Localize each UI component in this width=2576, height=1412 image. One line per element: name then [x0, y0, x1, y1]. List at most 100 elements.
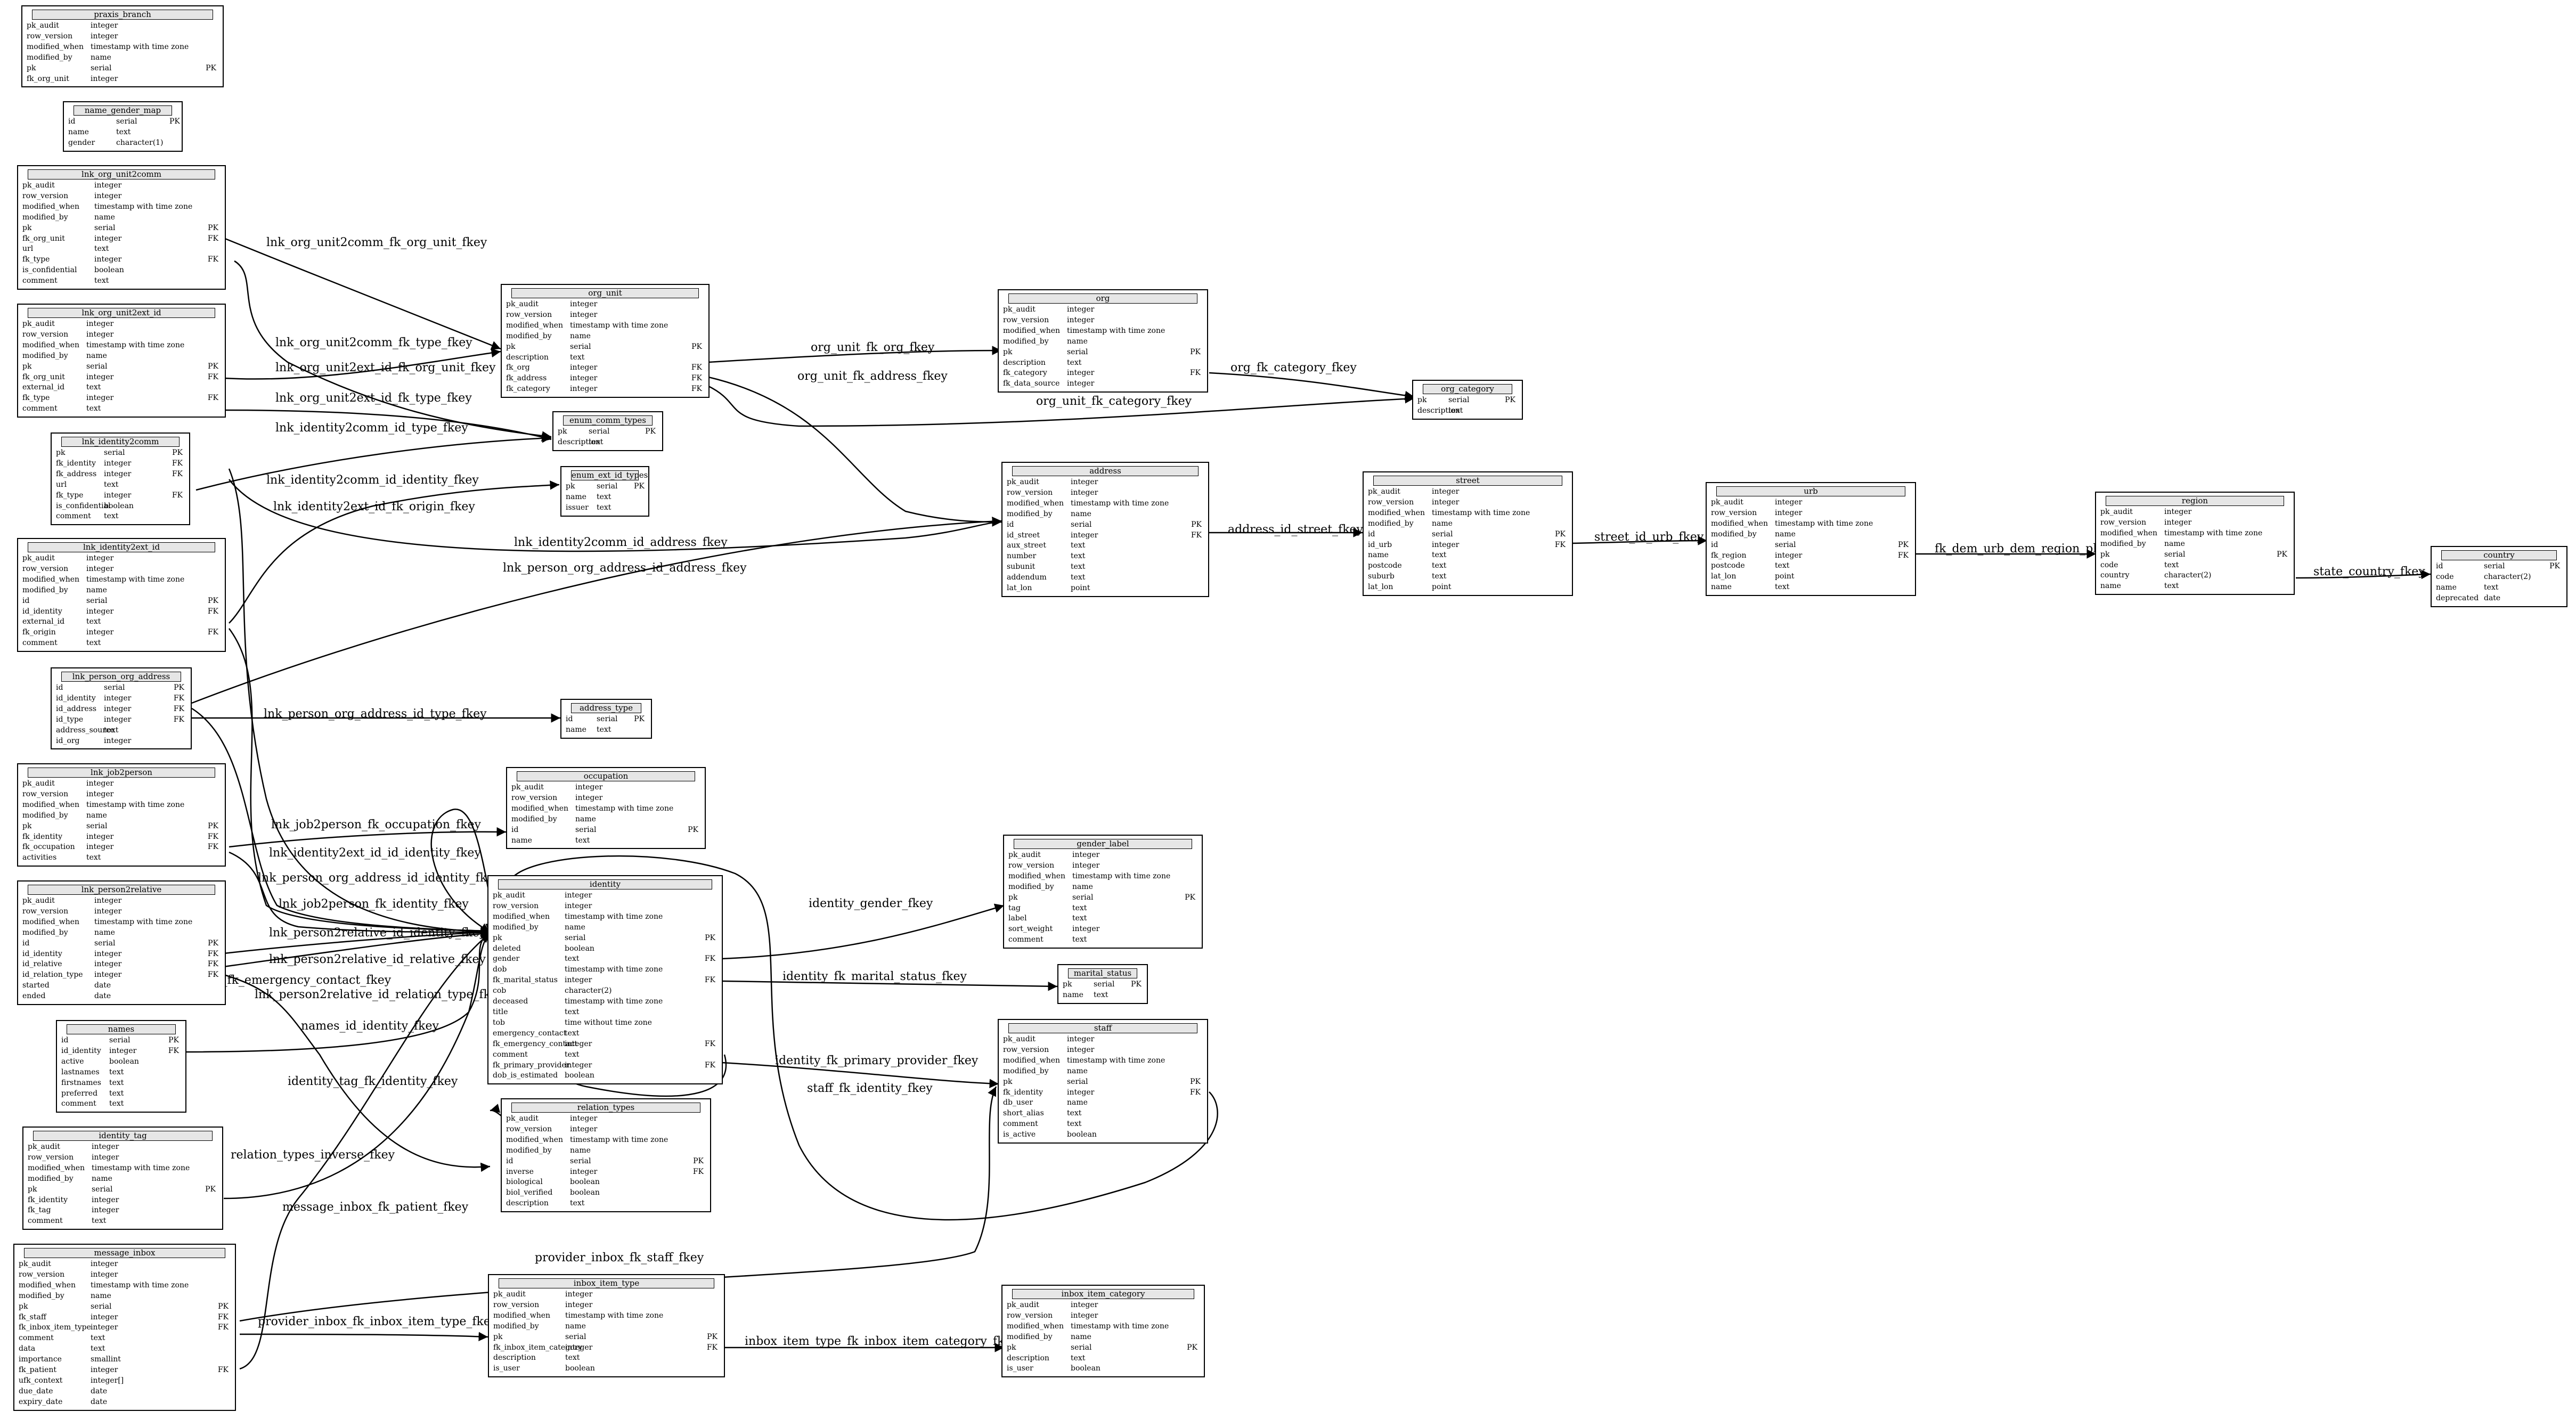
column-key [1868, 519, 1911, 529]
edge-r30 [721, 980, 1058, 991]
column-key [663, 1198, 706, 1209]
column-key: PK [1131, 980, 1142, 989]
column-type: point [1071, 584, 1090, 593]
column-type: text [86, 404, 101, 413]
column-name: title [493, 1007, 508, 1016]
column-key [162, 1057, 181, 1067]
column-key [157, 725, 186, 736]
column-name: pk_audit [22, 181, 55, 190]
column-key [2257, 560, 2289, 571]
column-name: modified_when [22, 575, 80, 584]
column-key: FK [691, 385, 702, 394]
edge-label: provider_inbox_fk_staff_fkey [535, 1251, 704, 1264]
column-name: pk_audit [27, 21, 59, 30]
column-type: integer [570, 374, 598, 383]
column-type: integer [104, 469, 132, 478]
column-key [188, 213, 221, 223]
column-key: FK [207, 372, 218, 381]
column-name: addendum [1007, 573, 1047, 582]
column-type: text [589, 437, 604, 446]
column-name: row_version [22, 789, 69, 798]
column-name: modified_by [506, 331, 552, 340]
column-key [1164, 1353, 1200, 1364]
column-name: pk_audit [493, 891, 525, 900]
column-type: integer [94, 949, 122, 958]
column-key: FK [172, 459, 183, 468]
column-name: pk [27, 63, 36, 72]
column-key [1160, 1119, 1203, 1130]
column-key [658, 1364, 720, 1374]
column-type: integer [94, 234, 122, 243]
column-type: boolean [570, 1178, 600, 1187]
column-type: text [1067, 1120, 1082, 1129]
edge-r15 [223, 927, 491, 954]
column-type: timestamp with time zone [565, 912, 663, 921]
column-type: serial [86, 821, 108, 830]
column-key: PK [208, 938, 218, 948]
column-name: description [1417, 406, 1460, 415]
column-key [184, 1333, 231, 1344]
column-key [663, 1124, 706, 1135]
column-name: modified_when [22, 202, 80, 211]
column-type: boolean [94, 266, 124, 275]
column-key [658, 901, 718, 912]
column-key: PK [2549, 562, 2560, 570]
column-key: FK [706, 1343, 718, 1352]
column-key: FK [207, 394, 218, 403]
column-key [1160, 1034, 1203, 1045]
column-name: lastnames [61, 1067, 100, 1076]
column-key [184, 1259, 231, 1270]
column-type: boolean [565, 1071, 594, 1080]
table-title: address [1012, 466, 1199, 476]
column-name: name [511, 836, 532, 845]
column-key: PK [705, 933, 715, 942]
column-key [1160, 358, 1203, 369]
column-name: fk_data_source [1003, 379, 1060, 388]
column-type: timestamp with time zone [94, 917, 193, 926]
column-type: integer [565, 1290, 593, 1299]
column-key [1868, 561, 1911, 572]
column-name: row_version [506, 1124, 552, 1133]
edge-label: org_unit_fk_address_fkey [797, 370, 948, 383]
column-key [180, 553, 221, 564]
table-title: country [2441, 550, 2557, 560]
column-type: serial [91, 63, 112, 72]
column-key [180, 638, 221, 649]
edge-label: lnk_person_org_address_id_address_fkey [503, 561, 747, 575]
column-type: integer [104, 693, 132, 703]
column-name: modified_by [506, 1146, 552, 1155]
column-key [663, 321, 704, 331]
edge-r27 [708, 385, 1415, 427]
column-type: text [565, 1050, 580, 1059]
column-type: integer [92, 1206, 119, 1215]
column-key [188, 265, 221, 276]
table-title: staff [1008, 1023, 1197, 1033]
column-type: timestamp with time zone [1071, 499, 1169, 508]
column-name: code [2436, 572, 2454, 581]
column-key [1525, 572, 1568, 582]
column-type: text [104, 480, 119, 489]
column-key [663, 310, 704, 321]
column-name: id [61, 1036, 69, 1044]
column-key: FK [172, 491, 183, 500]
column-key: FK [704, 954, 715, 964]
column-name: pk [19, 1302, 28, 1311]
column-type: timestamp with time zone [86, 800, 185, 809]
column-key: FK [207, 843, 218, 852]
column-key [658, 986, 718, 997]
